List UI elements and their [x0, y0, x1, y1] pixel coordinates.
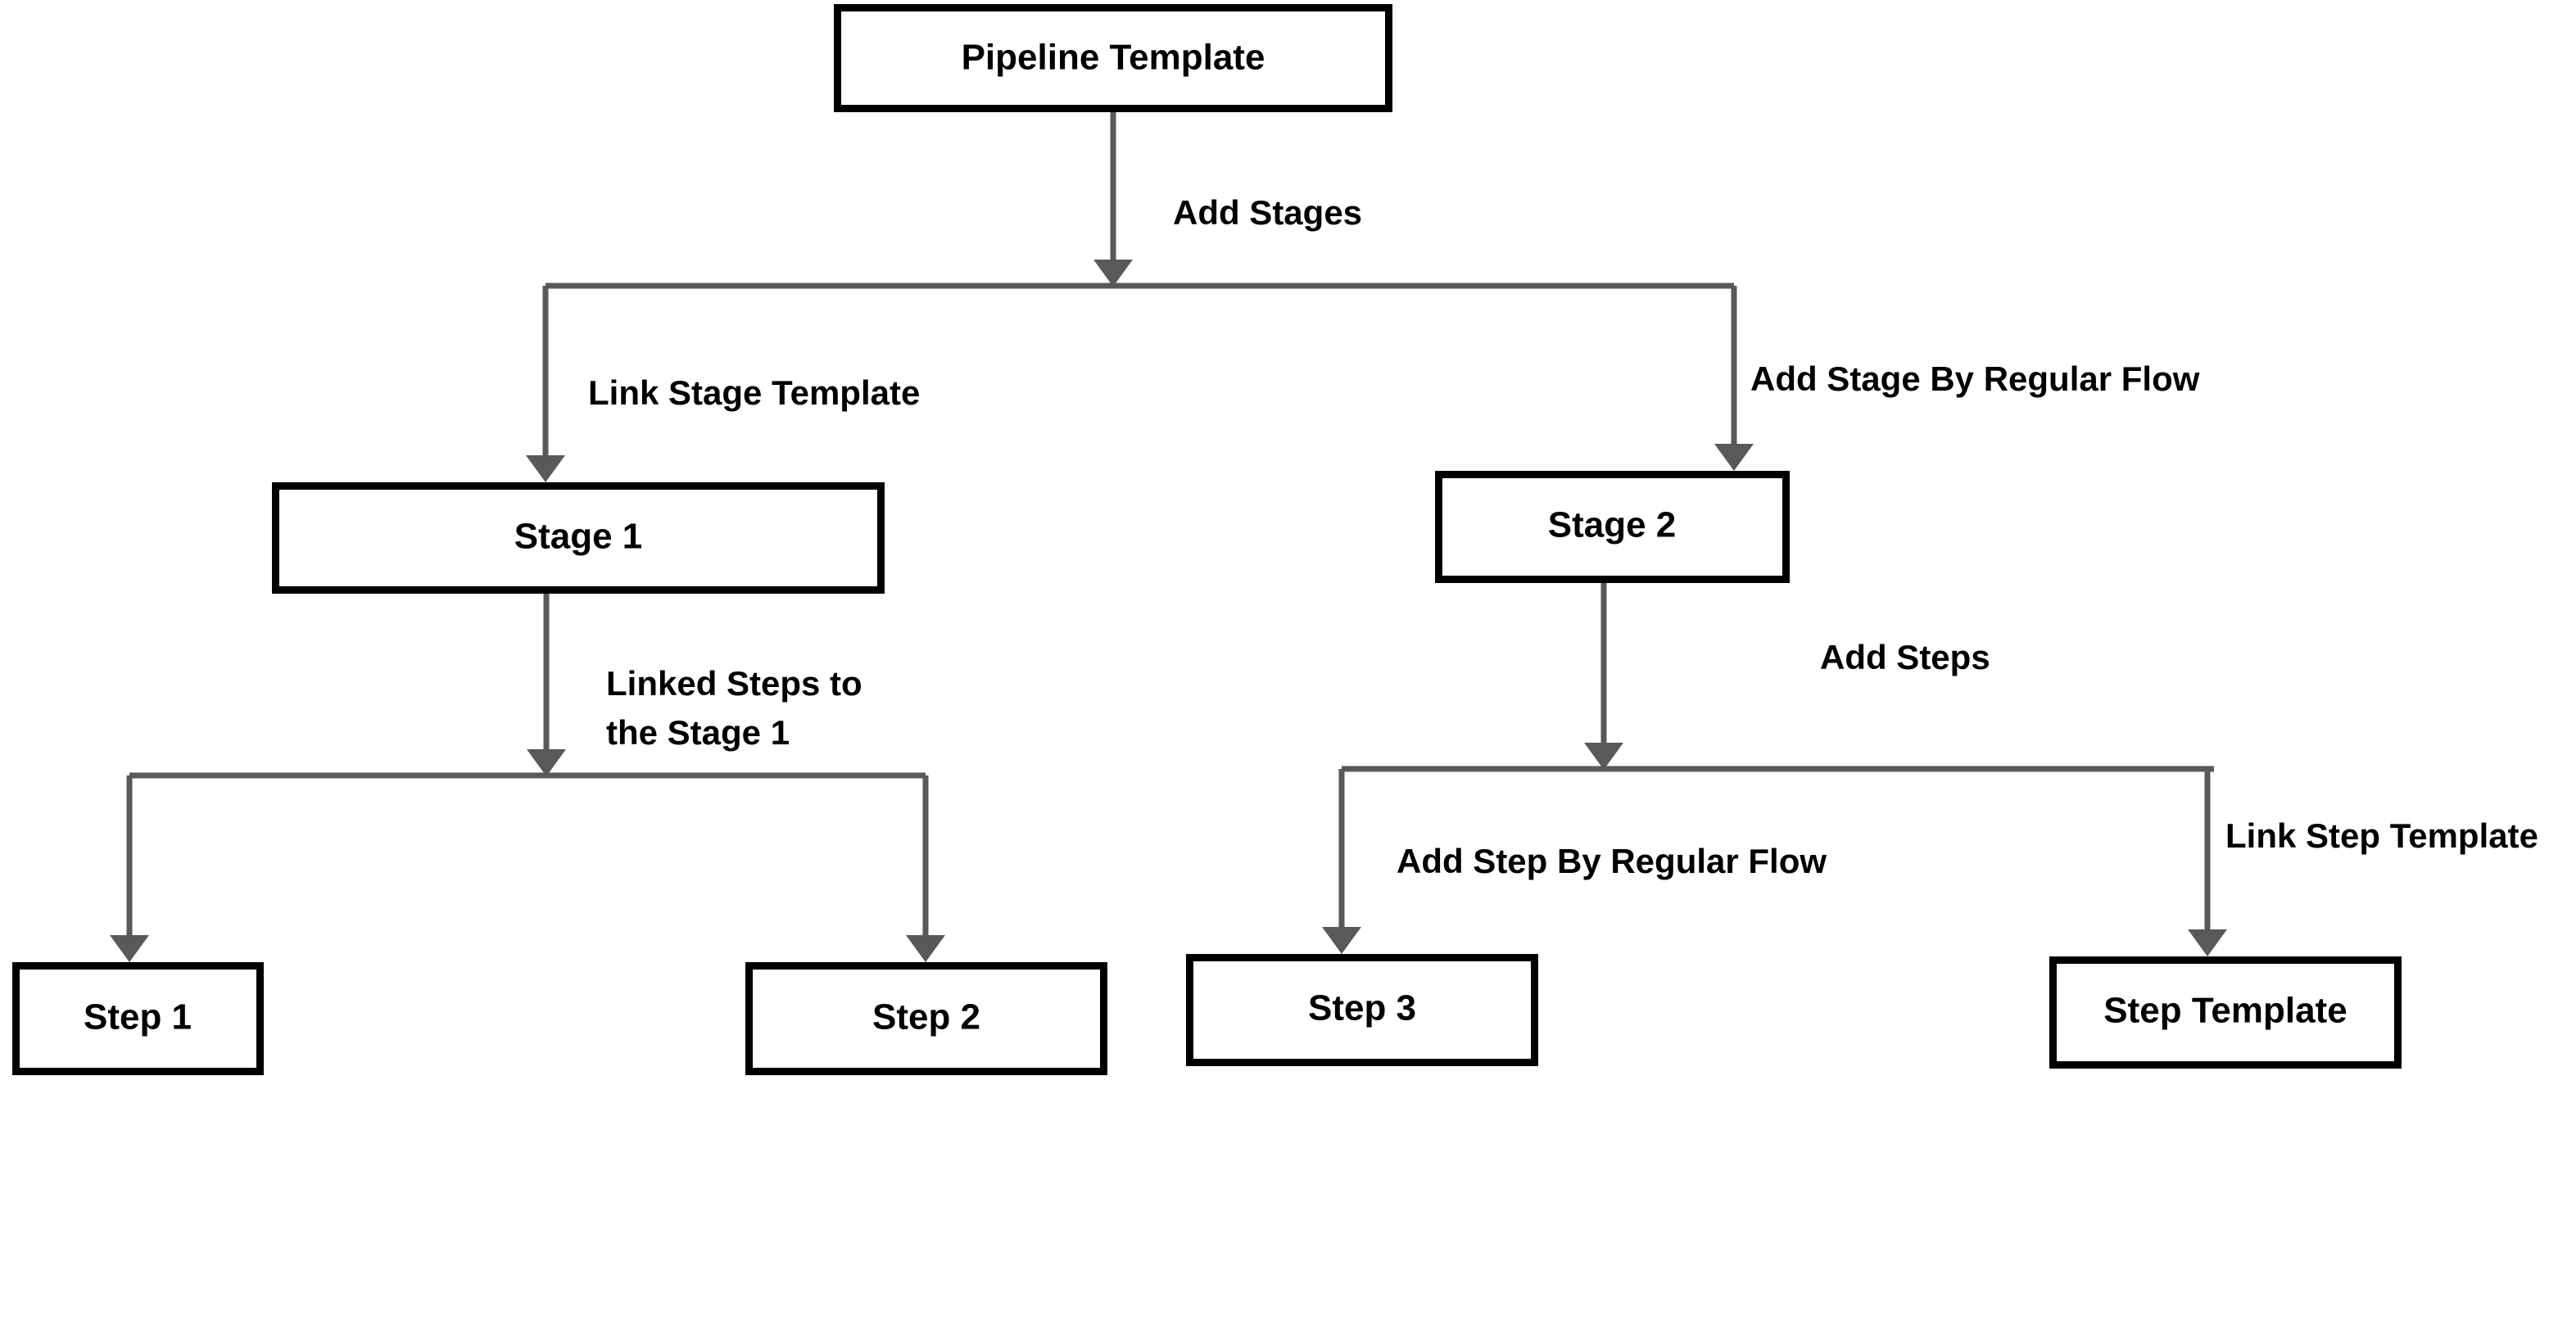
node-step-template-label: Step Template — [2103, 991, 2347, 1031]
node-stage-2-box[interactable] — [1435, 471, 1790, 583]
edge-label-add-step-regular-flow: Add Step By Regular Flow — [1397, 842, 1827, 880]
node-stage-2-label: Stage 2 — [1548, 505, 1677, 545]
edge-link-step-template — [2188, 769, 2227, 956]
node-step-1-label: Step 1 — [84, 997, 192, 1037]
edge-step-2-arrowhead — [906, 935, 945, 962]
edge-step-1 — [110, 775, 149, 962]
edge-link-step-template-arrowhead — [2188, 929, 2227, 956]
node-step-3[interactable]: Step 3 — [1186, 954, 1538, 1066]
edge-label-linked-steps-stage-1-line1: Linked Steps to — [606, 664, 862, 703]
edge-label-add-stage-regular-flow: Add Stage By Regular Flow — [1750, 359, 2200, 398]
node-stage-1-box[interactable] — [272, 482, 885, 594]
edge-linked-steps-stage-1-arrowhead — [527, 749, 566, 776]
edge-step-2 — [906, 775, 945, 962]
node-step-2-box[interactable] — [745, 962, 1107, 1075]
edge-add-stage-regular-flow — [1714, 286, 1754, 471]
node-stage-1-label: Stage 1 — [514, 517, 643, 557]
node-step-3-box[interactable] — [1186, 954, 1538, 1066]
node-pipeline-template-box[interactable] — [834, 4, 1392, 112]
edge-link-stage-template — [526, 286, 565, 482]
node-stage-2[interactable]: Stage 2 — [1435, 471, 1790, 583]
node-step-3-label: Step 3 — [1308, 988, 1416, 1028]
node-stage-1[interactable]: Stage 1 — [272, 482, 885, 594]
node-step-1-box[interactable] — [12, 962, 264, 1075]
edge-linked-steps-stage-1 — [527, 594, 566, 776]
edge-link-stage-template-arrowhead — [526, 455, 565, 482]
edge-add-stage-regular-flow-arrowhead — [1714, 444, 1754, 471]
edge-add-steps-arrowhead — [1584, 743, 1623, 770]
edge-label-link-step-template: Link Step Template — [2225, 816, 2538, 855]
edge-label-add-steps: Add Steps — [1820, 638, 1990, 676]
node-step-1[interactable]: Step 1 — [12, 962, 264, 1075]
edge-step-1-arrowhead — [110, 935, 149, 962]
node-step-2-label: Step 2 — [872, 997, 980, 1037]
edge-add-steps — [1584, 583, 1623, 770]
edge-add-step-regular-flow — [1322, 769, 1361, 954]
edge-label-add-stages: Add Stages — [1173, 193, 1362, 232]
node-pipeline-template[interactable]: Pipeline Template — [834, 4, 1392, 112]
node-pipeline-template-label: Pipeline Template — [962, 38, 1265, 78]
node-step-2[interactable]: Step 2 — [745, 962, 1107, 1075]
edge-add-stages — [1093, 112, 1133, 287]
edge-add-stages-arrowhead — [1093, 260, 1133, 287]
edge-add-step-regular-flow-arrowhead — [1322, 927, 1361, 954]
node-step-template[interactable]: Step Template — [2049, 956, 2402, 1069]
edge-label-linked-steps-stage-1-line2: the Stage 1 — [606, 713, 790, 752]
node-step-template-box[interactable] — [2049, 956, 2402, 1069]
edge-label-link-stage-template: Link Stage Template — [588, 373, 920, 412]
